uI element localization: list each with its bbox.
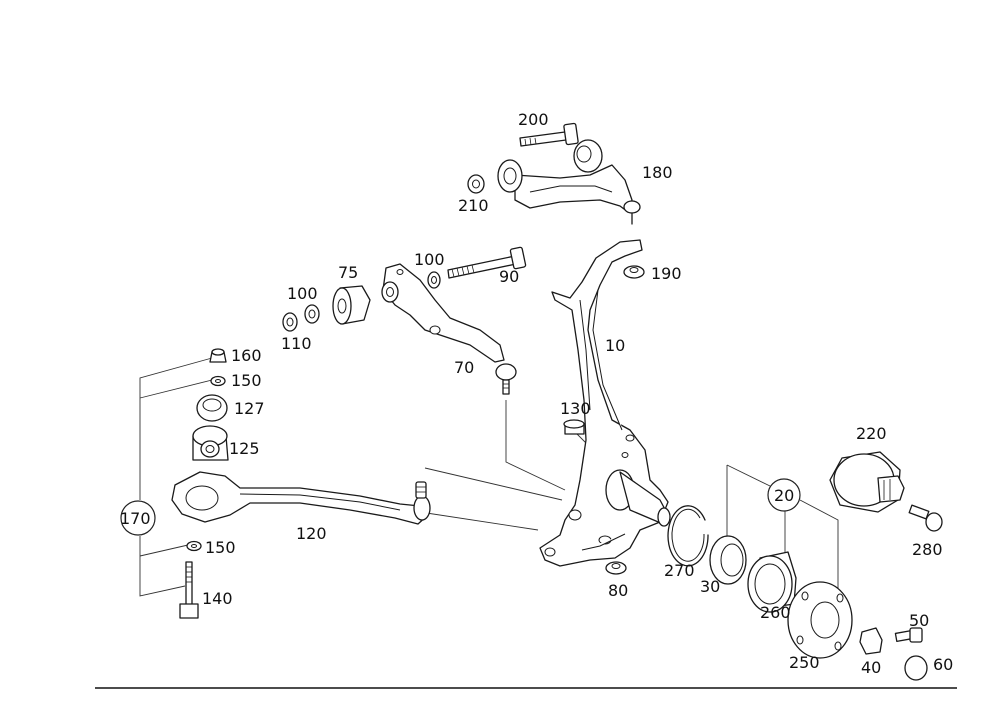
- label-180: 180: [642, 163, 673, 182]
- leader-lines: [139, 357, 839, 600]
- label-130: 130: [560, 399, 591, 418]
- bushing-190: [623, 265, 645, 279]
- label-20: 20: [774, 486, 794, 505]
- nut-160: [209, 348, 227, 363]
- label-125: 125: [229, 439, 260, 458]
- label-100-lower: 100: [287, 284, 318, 303]
- label-150-lower: 150: [205, 538, 236, 557]
- label-75: 75: [338, 263, 358, 282]
- bushing-127: [196, 394, 228, 422]
- nut-110: [282, 312, 298, 332]
- label-110: 110: [281, 334, 312, 353]
- nut-210: [467, 174, 485, 194]
- label-70: 70: [454, 358, 474, 377]
- label-60: 60: [933, 655, 953, 674]
- lower-control-arm: [171, 471, 431, 525]
- washer-150-lower: [186, 540, 202, 552]
- nut-130: [563, 419, 585, 435]
- strut-arm: [381, 263, 517, 395]
- callout-circle-20: [767, 478, 801, 512]
- bolt-50: [894, 627, 923, 643]
- callout-labels: 200 180 210 190 100 90 75 100 110 10 70 …: [120, 110, 953, 677]
- bolt-280: [908, 504, 943, 532]
- washer-150-upper: [210, 375, 226, 387]
- upper-control-arm: [497, 139, 641, 225]
- bearing-260: [747, 551, 797, 613]
- bolt-140: [179, 561, 199, 619]
- bushing-125: [192, 425, 229, 461]
- label-210: 210: [458, 196, 489, 215]
- cap-60: [904, 655, 928, 681]
- bolt-90: [447, 246, 527, 279]
- wheel-hub-250: [787, 581, 853, 659]
- washer-100-lower: [304, 304, 320, 324]
- bolt-200: [519, 122, 579, 147]
- label-90: 90: [499, 267, 519, 286]
- label-250: 250: [789, 653, 820, 672]
- washer-100-upper: [427, 271, 441, 289]
- label-270: 270: [664, 561, 695, 580]
- label-40: 40: [861, 658, 881, 677]
- drive-shaft-220: [829, 451, 905, 513]
- label-100-upper: 100: [414, 250, 445, 269]
- label-80: 80: [608, 581, 628, 600]
- label-150-upper: 150: [231, 371, 262, 390]
- label-50: 50: [909, 611, 929, 630]
- callout-circle-170: [120, 500, 156, 536]
- label-160: 160: [231, 346, 262, 365]
- label-220: 220: [856, 424, 887, 443]
- bushing-75: [332, 285, 371, 325]
- steering-knuckle: [539, 239, 671, 567]
- label-260: 260: [760, 603, 791, 622]
- circlip-270: [667, 505, 709, 567]
- label-140: 140: [202, 589, 233, 608]
- clip-40: [859, 627, 883, 655]
- label-190: 190: [651, 264, 682, 283]
- label-127: 127: [234, 399, 265, 418]
- label-200: 200: [518, 110, 549, 129]
- label-280: 280: [912, 540, 943, 559]
- seal-30: [709, 535, 747, 585]
- label-120: 120: [296, 524, 327, 543]
- label-170: 170: [120, 509, 151, 528]
- bushing-80: [605, 561, 627, 575]
- label-30: 30: [700, 577, 720, 596]
- label-10: 10: [605, 336, 625, 355]
